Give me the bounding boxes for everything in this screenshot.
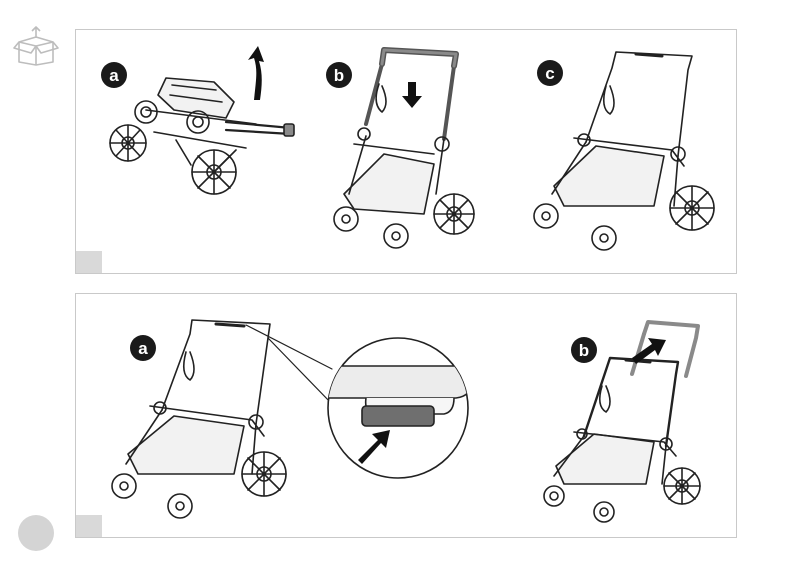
stroller-push-down-illustration (324, 44, 484, 259)
stroller-unfolded-illustration (524, 46, 714, 261)
stroller-button-illustration (106, 314, 306, 514)
page-number-circle (18, 515, 54, 551)
step-number-box (76, 251, 102, 273)
button-detail-zoom (326, 336, 471, 481)
folded-stroller-illustration (106, 40, 296, 210)
direction-arrow-icon (402, 82, 422, 108)
instruction-panel-top: a b c (75, 29, 737, 274)
stroller-height-adjust-illustration (536, 316, 726, 516)
release-button (362, 406, 434, 426)
step-number-box (76, 515, 102, 537)
unboxing-box-icon (13, 26, 59, 66)
instruction-panel-bottom: a b (75, 293, 737, 538)
direction-arrow-icon (248, 46, 264, 100)
